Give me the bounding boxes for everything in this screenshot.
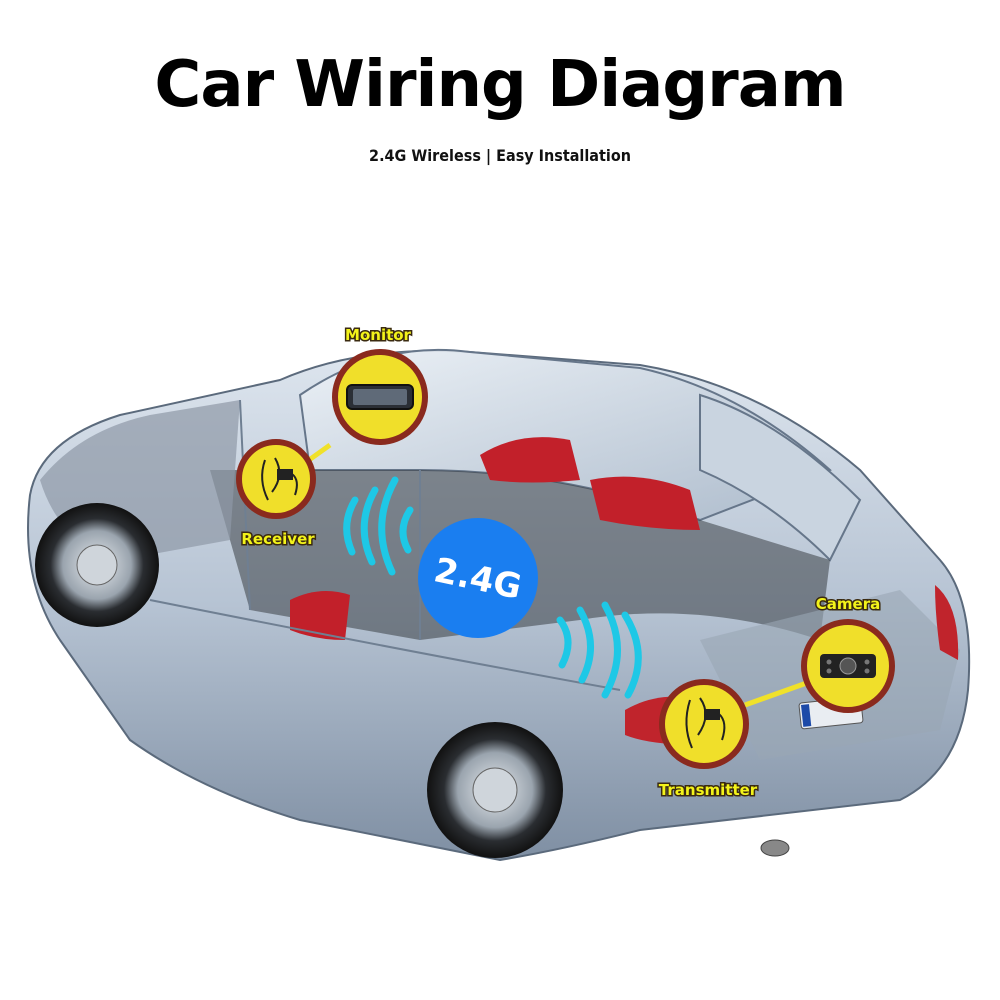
monitor-label: Monitor <box>345 326 412 344</box>
transmitter-cable-icon <box>685 697 726 749</box>
monitor-callout: Monitor <box>332 325 428 445</box>
transmitter-label: Transmitter <box>659 781 758 799</box>
receiver-wireless-signal-icon <box>343 476 414 576</box>
camera-icon <box>820 654 876 678</box>
transmitter-callout: Transmitter <box>657 679 759 801</box>
transmitter-wireless-signal-icon <box>556 601 642 699</box>
camera-label: Camera <box>816 595 880 613</box>
camera-transmitter-line <box>744 677 816 708</box>
page-title: Car Wiring Diagram <box>154 48 846 122</box>
receiver-callout: Receiver <box>236 439 317 550</box>
rear-wheel <box>427 722 563 858</box>
monitor-icon <box>346 384 414 410</box>
frequency-badge: 2.4G <box>418 518 538 638</box>
receiver-label: Receiver <box>241 530 315 548</box>
page-subtitle: 2.4G Wireless | Easy Installation <box>369 146 631 165</box>
receiver-cable-icon <box>261 457 298 501</box>
front-wheel <box>35 503 159 627</box>
camera-callout: Camera <box>801 594 895 713</box>
